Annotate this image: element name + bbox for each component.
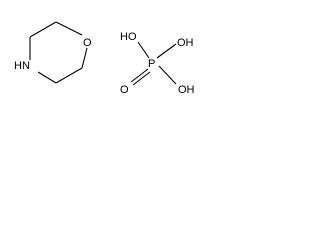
phosphoric-hydroxyl-bottom-right-label: OH: [178, 84, 195, 96]
bond-c-c-top: [29, 21, 57, 38]
bond-c-n-lower: [37, 71, 57, 84]
bond-c-c-bottom: [55, 67, 83, 84]
bond-p-oh-bottom-right: [158, 65, 177, 85]
chemical-structure-diagram: O HN HO OH P O OH: [14, 21, 195, 96]
morpholine-oxygen-label: O: [83, 37, 92, 49]
bond-p-o-double-b: [132, 71, 151, 86]
bond-o-c-right: [81, 47, 88, 69]
morpholine-nitrogen-label: HN: [14, 60, 30, 72]
phosphoric-hydroxyl-top-left-label: HO: [120, 31, 137, 43]
phosphoric-oxo-label: O: [120, 84, 129, 96]
bond-p-o-double-a: [130, 68, 149, 83]
morpholine-structure: O HN: [14, 21, 92, 84]
phosphoric-hydroxyl-top-right-label: OH: [177, 37, 194, 49]
bond-c-o-upper: [55, 21, 83, 36]
bond-p-oh-top-right: [156, 43, 177, 59]
bond-p-oh-top-left: [137, 41, 150, 59]
phosphoric-acid-structure: HO OH P O OH: [120, 31, 195, 96]
phosphorus-label: P: [148, 58, 155, 70]
